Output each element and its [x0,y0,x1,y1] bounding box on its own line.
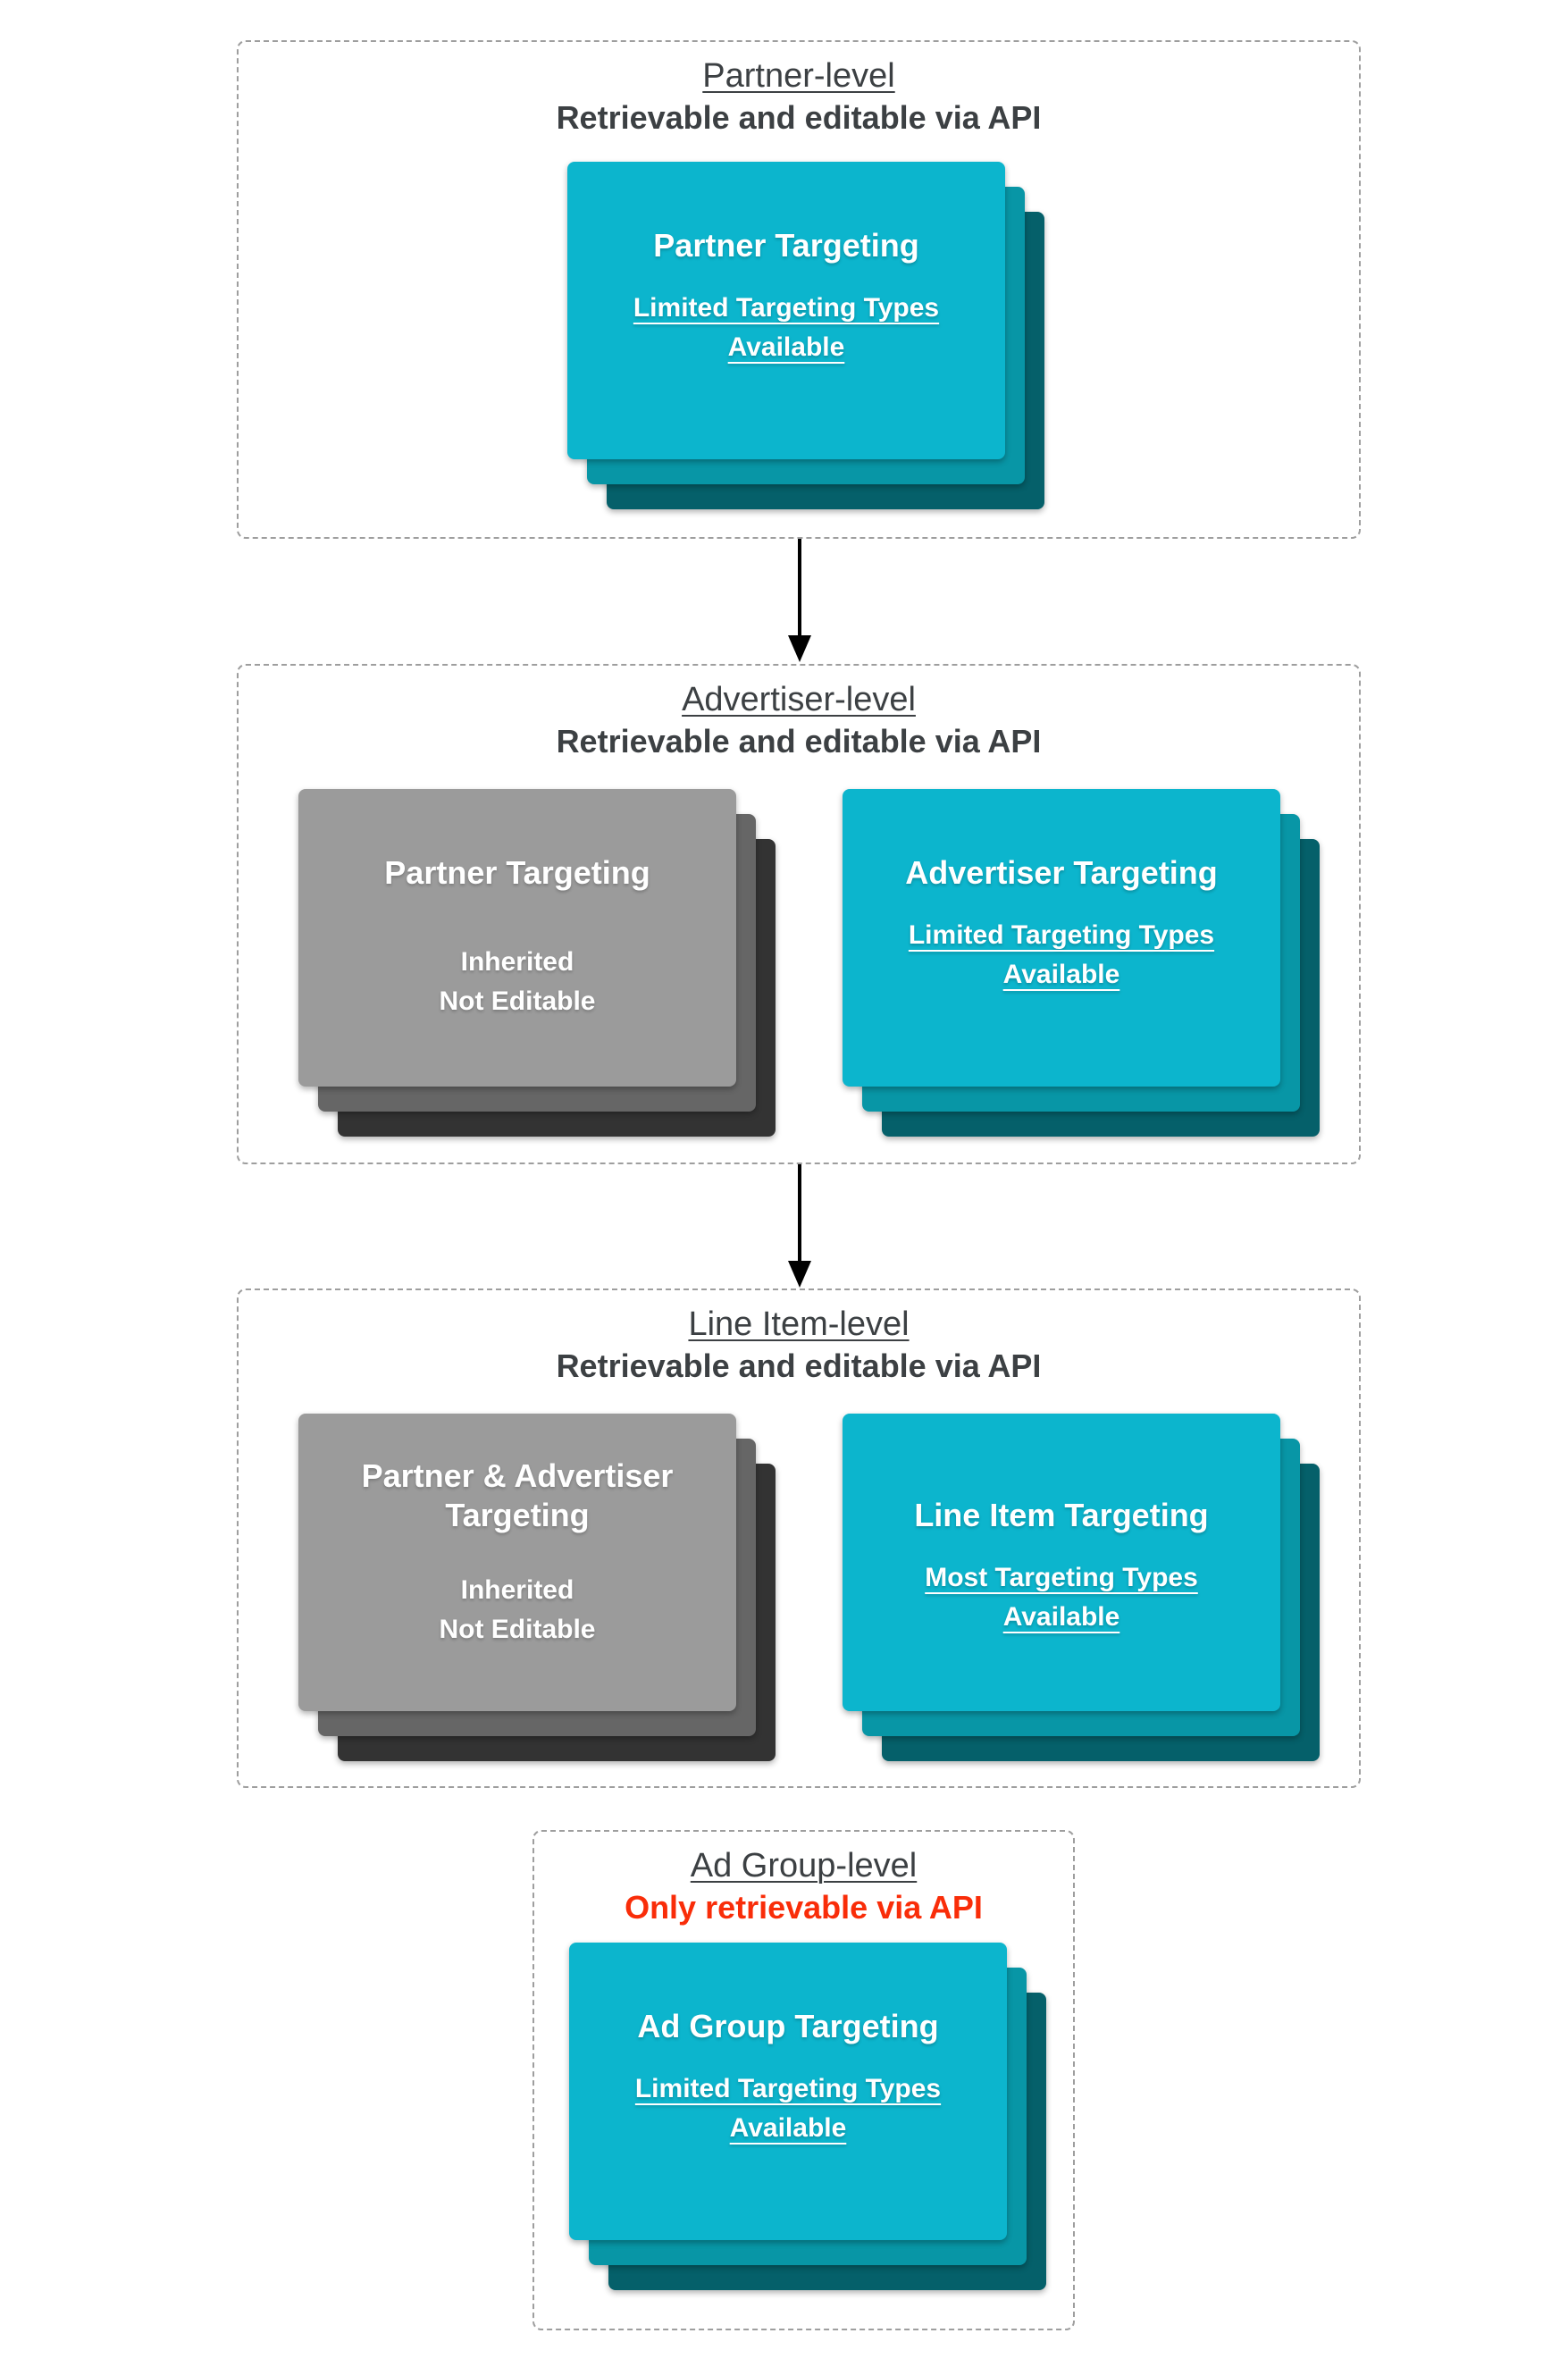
section-line-item-level: Line Item-level Retrievable and editable… [237,1288,1361,1788]
card-body-line: Inherited [460,1575,574,1605]
card-heading: Partner & Advertiser Targeting [361,1457,674,1533]
card-body-line: Available [1002,960,1120,989]
section-partner-level: Partner-level Retrievable and editable v… [237,40,1361,539]
card-stack-inherited-partner-targeting: Partner Targeting Inherited Not Editable [298,789,776,1137]
card-stack-ad-group-targeting: Ad Group Targeting Limited Targeting Typ… [569,1943,1046,2290]
card-body: Inherited Not Editable [439,1571,595,1649]
card-body-line: Available [727,332,845,362]
card-face: Partner Targeting Inherited Not Editable [298,789,736,1087]
card-body: Most Targeting Types Available [925,1558,1198,1637]
card-body: Limited Targeting Types Available [909,916,1214,995]
arrow-head-icon [788,1261,811,1288]
section-subtitle: Retrievable and editable via API [556,1347,1042,1384]
card-stack-partner-targeting: Partner Targeting Limited Targeting Type… [567,162,1044,509]
card-body-line: Inherited [460,947,574,977]
card-body-line: Most Targeting Types [925,1563,1198,1592]
card-face: Advertiser Targeting Limited Targeting T… [843,789,1280,1087]
card-body: Inherited Not Editable [439,943,595,1021]
card-body-line: Not Editable [439,1615,596,1644]
section-ad-group-level: Ad Group-level Only retrievable via API … [532,1830,1075,2330]
card-stack-inherited-partner-advertiser-targeting: Partner & Advertiser Targeting Inherited… [298,1414,776,1761]
section-title: Ad Group-level [690,1847,918,1884]
arrow-head-icon [788,635,811,662]
card-body: Limited Targeting Types Available [633,289,939,367]
card-body-line: Limited Targeting Types [633,293,940,323]
section-subtitle: Retrievable and editable via API [556,723,1042,760]
card-heading: Line Item Targeting [914,1497,1209,1533]
card-body: Limited Targeting Types Available [635,2069,941,2148]
section-title: Partner-level [702,57,895,95]
card-face: Line Item Targeting Most Targeting Types… [843,1414,1280,1711]
card-body-line: Available [1002,1602,1120,1632]
arrow-line [798,1164,801,1263]
section-title: Line Item-level [688,1305,910,1343]
arrow-line [798,539,801,637]
card-body-line: Available [729,2113,847,2143]
card-body-line: Limited Targeting Types [908,920,1215,950]
card-heading: Partner Targeting [384,854,650,891]
card-stack-advertiser-targeting: Advertiser Targeting Limited Targeting T… [843,789,1320,1137]
card-face: Partner & Advertiser Targeting Inherited… [298,1414,736,1711]
card-face: Ad Group Targeting Limited Targeting Typ… [569,1943,1007,2240]
card-body-line: Not Editable [439,986,596,1016]
card-face: Partner Targeting Limited Targeting Type… [567,162,1005,459]
card-stack-line-item-targeting: Line Item Targeting Most Targeting Types… [843,1414,1320,1761]
section-advertiser-level: Advertiser-level Retrievable and editabl… [237,664,1361,1164]
flow-arrow-partner-to-advertiser [786,539,813,662]
card-heading: Ad Group Targeting [637,2008,939,2044]
section-subtitle: Only retrievable via API [625,1889,983,1926]
section-subtitle: Retrievable and editable via API [556,99,1042,136]
card-heading: Partner Targeting [653,227,919,264]
card-heading: Advertiser Targeting [905,854,1218,891]
section-title: Advertiser-level [682,681,916,718]
flow-arrow-advertiser-to-line-item [786,1164,813,1288]
card-body-line: Limited Targeting Types [634,2074,942,2103]
